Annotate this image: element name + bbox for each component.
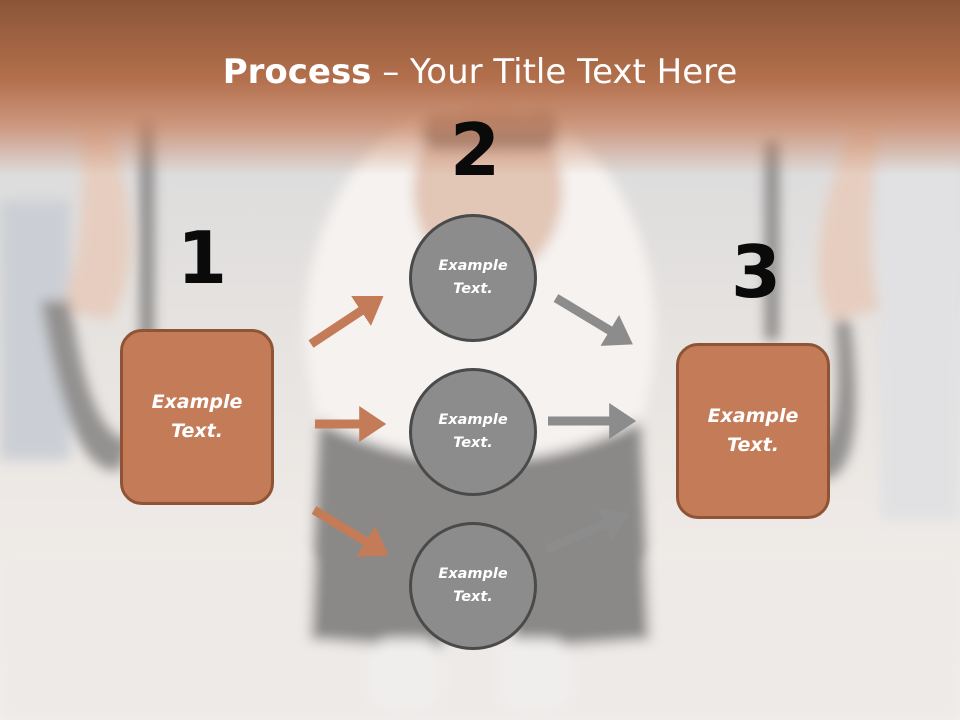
circle-bottom-line2: Text. [453,589,493,605]
arrow-out-bottom [545,507,630,554]
step-number-2: 2 [450,108,501,192]
step-number-1: 1 [177,216,228,300]
circle-top-line2: Text. [453,281,493,297]
slide-title: Process – Your Title Text Here [0,52,960,92]
circle-top-line1: Example [438,258,508,274]
arrow-in-bottom [311,506,389,557]
right-process-box: Example Text. [676,343,830,519]
arrow-out-top [553,294,633,346]
process-circle-top: Example Text. [409,214,537,342]
arrow-in-top [308,295,384,348]
circle-middle-line2: Text. [453,435,493,451]
title-band [0,0,960,175]
circle-bottom-line1: Example [438,566,508,582]
left-process-box: Example Text. [120,329,274,505]
process-circle-bottom: Example Text. [409,522,537,650]
right-box-line2: Text. [727,434,779,456]
left-box-line2: Text. [171,420,223,442]
circle-middle-line1: Example [438,412,508,428]
right-box-line1: Example [707,405,799,427]
left-box-line1: Example [151,391,243,413]
title-bold: Process [222,52,372,92]
process-circle-middle: Example Text. [409,368,537,496]
step-number-3: 3 [731,230,782,314]
title-rest: – Your Title Text Here [371,52,738,92]
